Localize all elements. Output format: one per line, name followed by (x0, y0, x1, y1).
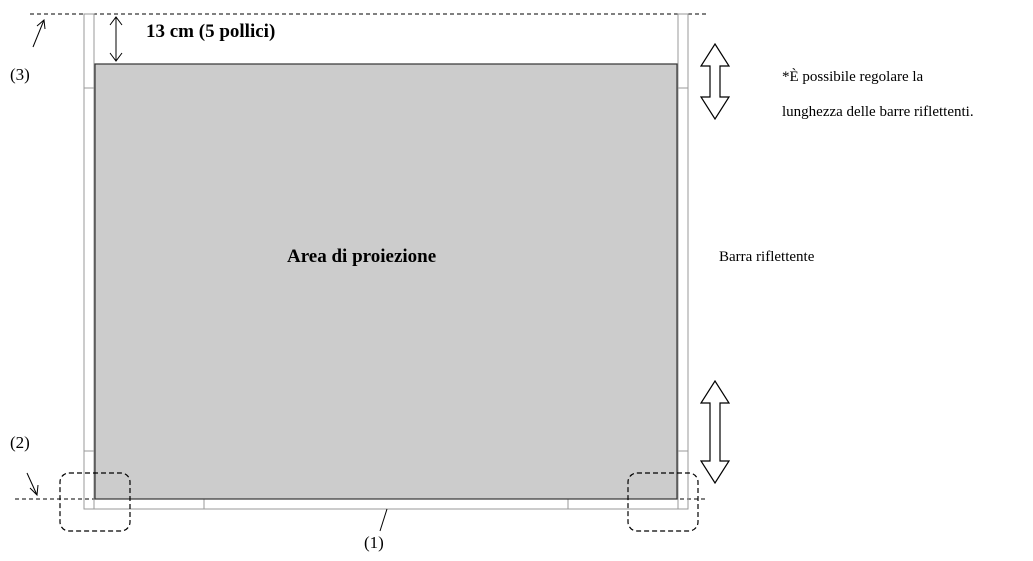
double-headed-arrow-icon (699, 379, 731, 485)
reflective-bar-label: Barra riflettente (719, 249, 815, 265)
corner-callout-right (627, 472, 699, 532)
marker-1-label: (1) (364, 533, 384, 552)
bottom-reflective-bar (93, 498, 679, 510)
note-line-2: lunghezza delle barre riflettenti. (782, 104, 974, 120)
marker-3-label: (3) (10, 65, 30, 84)
note-line-1: *È possibile regolare la (782, 69, 924, 85)
right-reflective-bar (677, 13, 689, 510)
projection-area (94, 63, 678, 500)
pointer-arrow-icon (26, 472, 39, 497)
marker-2-label: (2) (10, 433, 30, 452)
double-headed-arrow-icon (699, 42, 731, 121)
corner-callout-left (59, 472, 131, 532)
projection-area-label: Area di proiezione (287, 246, 437, 267)
top-offset-label: 13 cm (5 pollici) (146, 21, 276, 42)
pointer-arrow-icon (32, 19, 46, 48)
leader-line-1 (379, 508, 388, 532)
dimension-arrow-icon (109, 16, 123, 62)
left-reflective-bar (83, 13, 95, 510)
